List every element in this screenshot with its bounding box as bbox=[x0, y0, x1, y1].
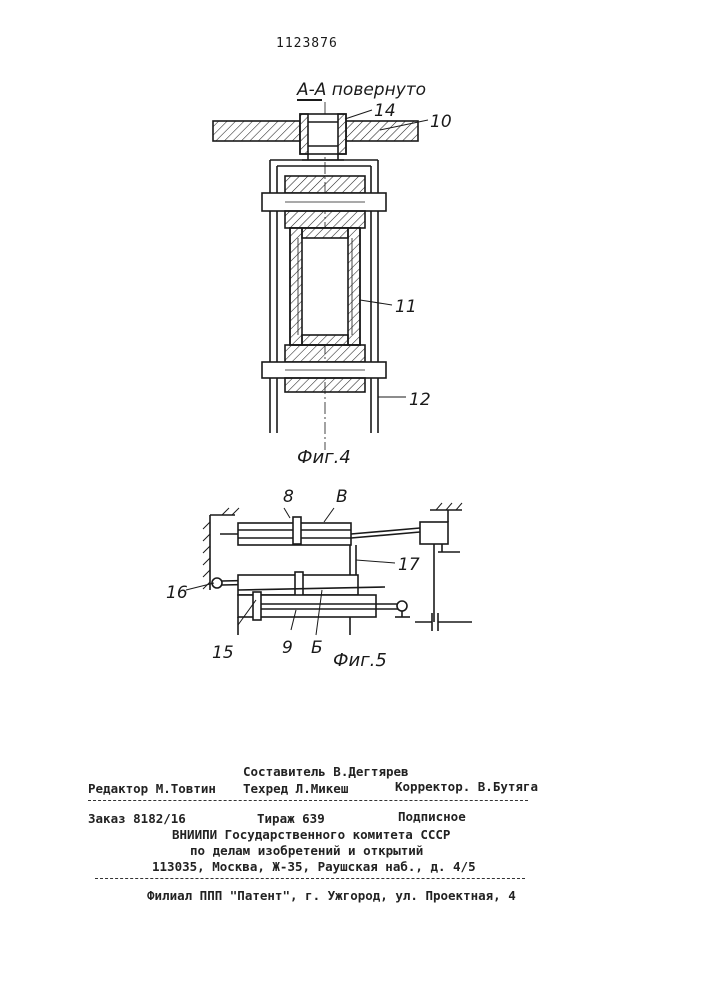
label-8: 8 bbox=[283, 487, 294, 507]
corrector-line: Корректор. В.Бутяга bbox=[395, 779, 538, 794]
fig5-caption: Фиг.5 bbox=[333, 650, 387, 671]
figure-5: 17 8 В 16 15 9 Б Ф bbox=[166, 487, 472, 671]
rule-top bbox=[88, 800, 528, 801]
label-9: 9 bbox=[282, 638, 293, 658]
label-15: 15 bbox=[212, 643, 234, 663]
label-11: 11 bbox=[395, 297, 417, 317]
org-line-3: 113035, Москва, Ж-35, Раушская наб., д. … bbox=[152, 859, 476, 874]
order-line: Заказ 8182/16 bbox=[88, 811, 186, 826]
section-label: А-А повернуто bbox=[296, 80, 426, 100]
org-line-1: ВНИИПИ Государственного комитета СССР bbox=[172, 827, 450, 842]
label-14: 14 bbox=[374, 101, 396, 121]
editor-line: Редактор М.Товтин bbox=[88, 781, 216, 796]
rule-bottom bbox=[95, 878, 525, 879]
label-V: В bbox=[336, 487, 348, 507]
circulation-line: Тираж 639 bbox=[257, 811, 325, 826]
label-B: Б bbox=[311, 638, 323, 658]
techred-line: Техред Л.Микеш bbox=[243, 781, 348, 796]
compiler-line: Составитель В.Дегтярев bbox=[243, 764, 409, 779]
figure-4: А-А повернуто bbox=[213, 80, 452, 468]
label-16: 16 bbox=[166, 583, 188, 603]
label-12: 12 bbox=[409, 390, 431, 410]
fig4-caption: Фиг.4 bbox=[297, 447, 351, 468]
label-17: 17 bbox=[398, 555, 420, 575]
branch-line: Филиал ППП "Патент", г. Ужгород, ул. Про… bbox=[147, 888, 516, 903]
org-line-2: по делам изобретений и открытий bbox=[190, 843, 423, 858]
label-10: 10 bbox=[430, 112, 452, 132]
subscription-line: Подписное bbox=[398, 809, 466, 824]
